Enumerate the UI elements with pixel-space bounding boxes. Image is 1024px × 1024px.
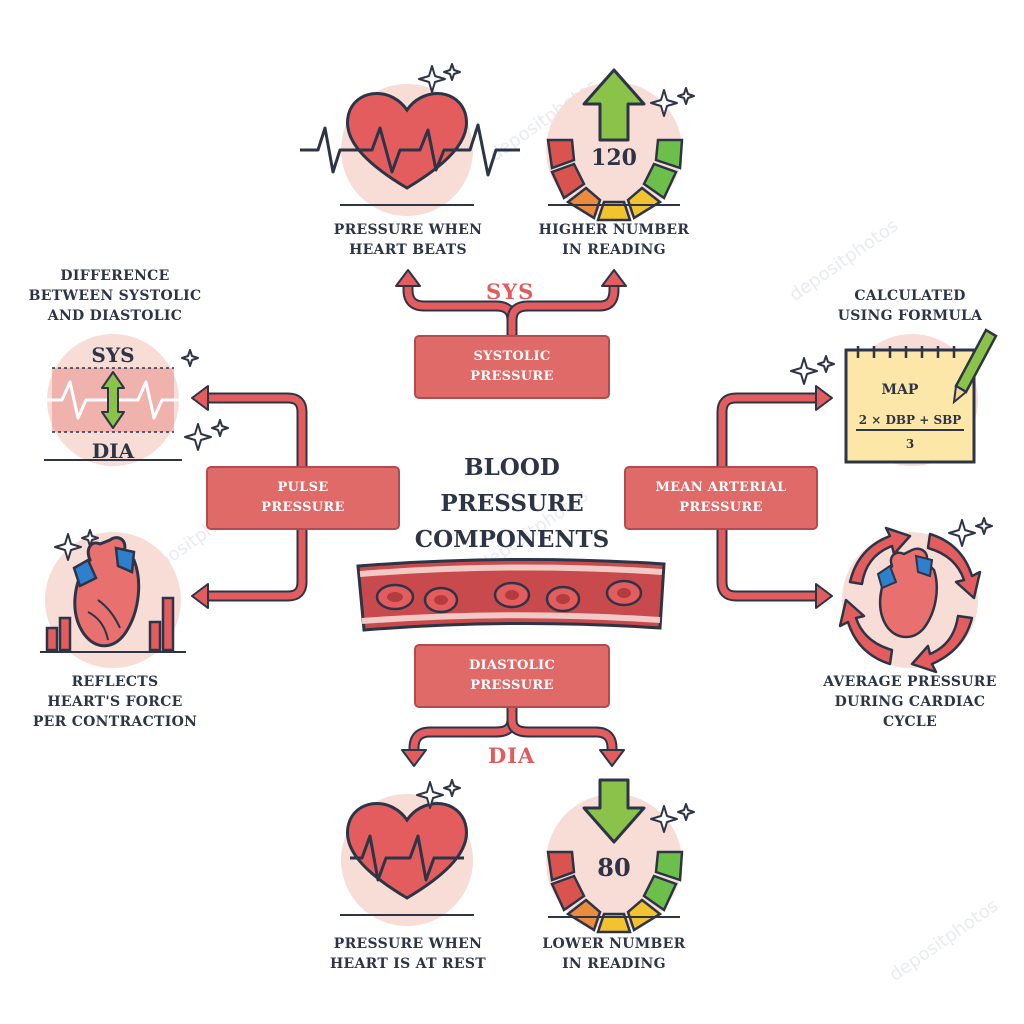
pulse-difference-icon: SYS DIA [44, 334, 182, 466]
blood-cells [375, 579, 643, 614]
formula-label: MAP [882, 382, 919, 398]
caption-average: AVERAGE PRESSURE DURING CARDIAC CYCLE [823, 674, 997, 730]
sys-tag: SYS [486, 279, 535, 304]
caption-difference: DIFFERENCE BETWEEN SYSTOLIC AND DIASTOLI… [28, 268, 202, 324]
heart-beat-icon [300, 84, 520, 216]
formula-card-icon: MAP 2 × DBP + SBP 3 [844, 328, 998, 466]
diastolic-gauge-icon: 80 [546, 778, 684, 934]
pulse-branch-arrow [191, 385, 308, 609]
cardiac-cycle-icon [838, 526, 982, 674]
diastolic-pressure-box: DIASTOLIC PRESSURE [414, 644, 610, 708]
diastolic-branch-arrow [401, 702, 625, 767]
dia-tag: DIA [488, 743, 536, 768]
systolic-branch-arrow [395, 269, 627, 341]
map-branch-arrow [716, 385, 833, 609]
formula-denominator: 3 [906, 437, 914, 451]
caption-reflects: REFLECTS HEART'S FORCE PER CONTRACTION [32, 674, 198, 730]
blood-vessel-illustration [356, 557, 666, 632]
caption-heart-beats: PRESSURE WHEN HEART BEATS [333, 222, 483, 258]
pencil-icon [952, 328, 998, 405]
sparkle-icons [54, 63, 993, 833]
mean-arterial-pressure-box: MEAN ARTERIAL PRESSURE [624, 466, 818, 530]
caption-higher-number: HIGHER NUMBER IN READING [538, 222, 690, 258]
pulse-icon-sys: SYS [91, 343, 134, 367]
systolic-gauge-icon: 120 [546, 68, 684, 222]
pulse-pressure-box: PULSE PRESSURE [206, 466, 400, 530]
systolic-gauge-value: 120 [591, 145, 637, 171]
diagram-title: BLOOD PRESSURE COMPONENTS [414, 454, 610, 553]
connector-arrows [191, 269, 833, 767]
caption-formula: CALCULATED USING FORMULA [837, 288, 983, 324]
formula-numerator: 2 × DBP + SBP [859, 413, 962, 427]
heart-rest-icon [340, 794, 474, 926]
systolic-pressure-box: SYSTOLIC PRESSURE [414, 335, 610, 399]
diastolic-gauge-value: 80 [597, 853, 630, 882]
heart-force-icon [40, 532, 186, 668]
caption-heart-rest: PRESSURE WHEN HEART IS AT REST [330, 936, 486, 972]
caption-lower-number: LOWER NUMBER IN READING [542, 936, 686, 972]
